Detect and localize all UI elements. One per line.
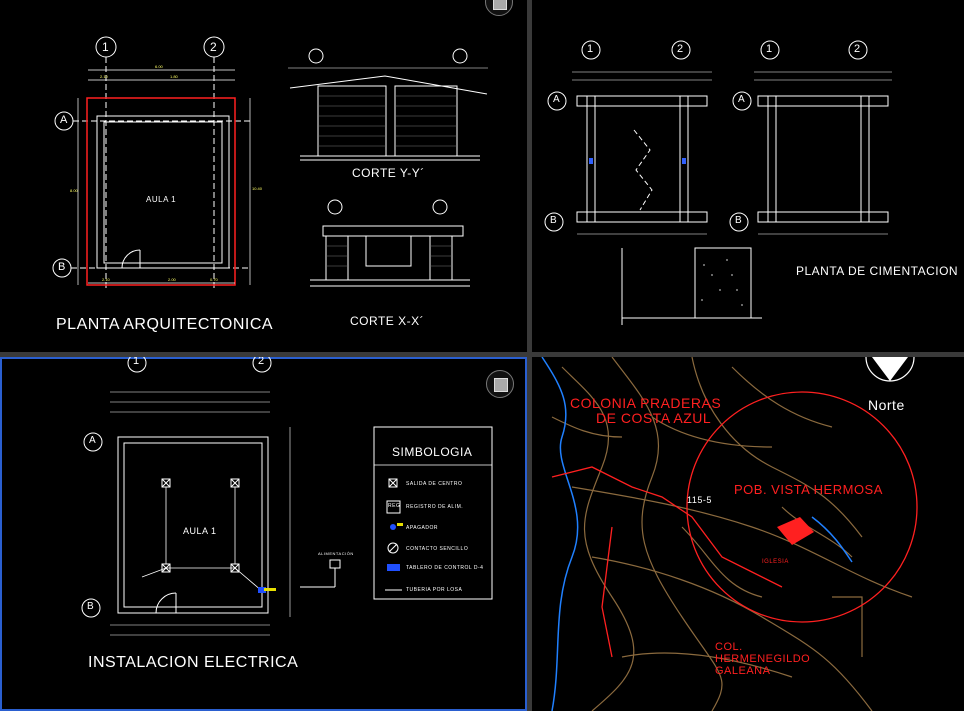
legend-item-0: SALIDA DE CENTRO (406, 481, 463, 487)
legend-reg-symbol: REG (388, 503, 401, 509)
svg-text:10.40: 10.40 (252, 186, 263, 191)
svg-text:2.10: 2.10 (102, 277, 111, 282)
legend-item-5: TUBERIA POR LOSA (406, 587, 463, 593)
legend-title: SIMBOLOGIA (392, 445, 473, 459)
viewport-electrical[interactable]: 1 2 A B AULA 1 ALIMENTACIÓN SIMBOLOGIA S… (0, 357, 527, 711)
svg-text:1.80: 1.80 (170, 74, 179, 79)
svg-text:0.70: 0.70 (210, 277, 219, 282)
svg-text:2.00: 2.00 (168, 277, 177, 282)
supply-label: ALIMENTACIÓN (318, 551, 354, 556)
legend-item-3: CONTACTO SENCILLO (406, 546, 469, 552)
e-axis-a: A (89, 435, 97, 446)
viewcube-icon[interactable] (486, 370, 514, 398)
section-xx-title: CORTE X-X´ (350, 314, 425, 328)
f-axis-b: B (550, 215, 558, 226)
room-label: AULA 1 (146, 195, 177, 204)
f-axis-1b: 1 (766, 43, 773, 55)
e-axis-2: 2 (258, 357, 265, 367)
legend-item-1: REGISTRO DE ALIM. (406, 504, 464, 510)
location-map (541, 357, 918, 711)
colonia-label: COLONIA PRADERAS (570, 395, 722, 411)
electrical-title: INSTALACION ELECTRICA (88, 654, 299, 671)
lot-label: 115-5 (687, 495, 712, 505)
col-herm-label-3: GALEANA (715, 665, 771, 677)
pob-label: POB. VISTA HERMOSA (734, 482, 883, 497)
svg-text:2.10: 2.10 (100, 74, 109, 79)
axis-1-label: 1 (102, 40, 110, 54)
f-axis-a2: A (738, 94, 746, 105)
colonia-label-2: DE COSTA AZUL (596, 410, 712, 426)
architectural-drawing: 6.00 2.10 1.80 10.40 8.00 2.10 2.00 0.70 (52, 36, 488, 290)
axis-2-label: 2 (210, 40, 218, 54)
col-herm-label: COL. (715, 641, 743, 653)
viewport-divider-horizontal[interactable] (0, 352, 964, 357)
svg-text:8.00: 8.00 (70, 188, 79, 193)
foundation-title: PLANTA DE CIMENTACION (796, 264, 959, 278)
viewport-architectural[interactable]: 6.00 2.10 1.80 10.40 8.00 2.10 2.00 0.70 (0, 0, 527, 352)
viewport-location-map[interactable]: Norte COLONIA PRADERAS DE COSTA AZUL POB… (532, 357, 964, 711)
axis-a-label: A (60, 114, 68, 126)
f-axis-b2: B (735, 215, 743, 226)
legend-item-4: TABLERO DE CONTROL D-4 (406, 565, 484, 571)
foundation-drawing (544, 40, 892, 325)
col-herm-label-2: HERMENEGILDO (715, 653, 811, 665)
e-axis-1: 1 (133, 357, 140, 367)
axis-b-label: B (58, 261, 66, 273)
electrical-drawing (81, 357, 493, 636)
iglesia-label: IGLESIA (762, 559, 789, 565)
f-axis-2: 2 (677, 43, 684, 55)
e-room-label: AULA 1 (183, 526, 217, 536)
plan-title: PLANTA ARQUITECTONICA (56, 316, 274, 333)
viewport-foundation[interactable]: 1 2 1 2 A B A B PLANTA DE CIMENTACION (532, 0, 964, 352)
svg-text:6.00: 6.00 (155, 64, 164, 69)
legend-item-2: APAGADOR (406, 525, 438, 531)
f-axis-a: A (553, 94, 561, 105)
north-label: Norte (868, 397, 905, 413)
e-axis-b: B (87, 601, 95, 612)
f-axis-2b: 2 (854, 43, 861, 55)
f-axis-1: 1 (587, 43, 594, 55)
section-yy-title: CORTE Y-Y´ (352, 166, 425, 180)
